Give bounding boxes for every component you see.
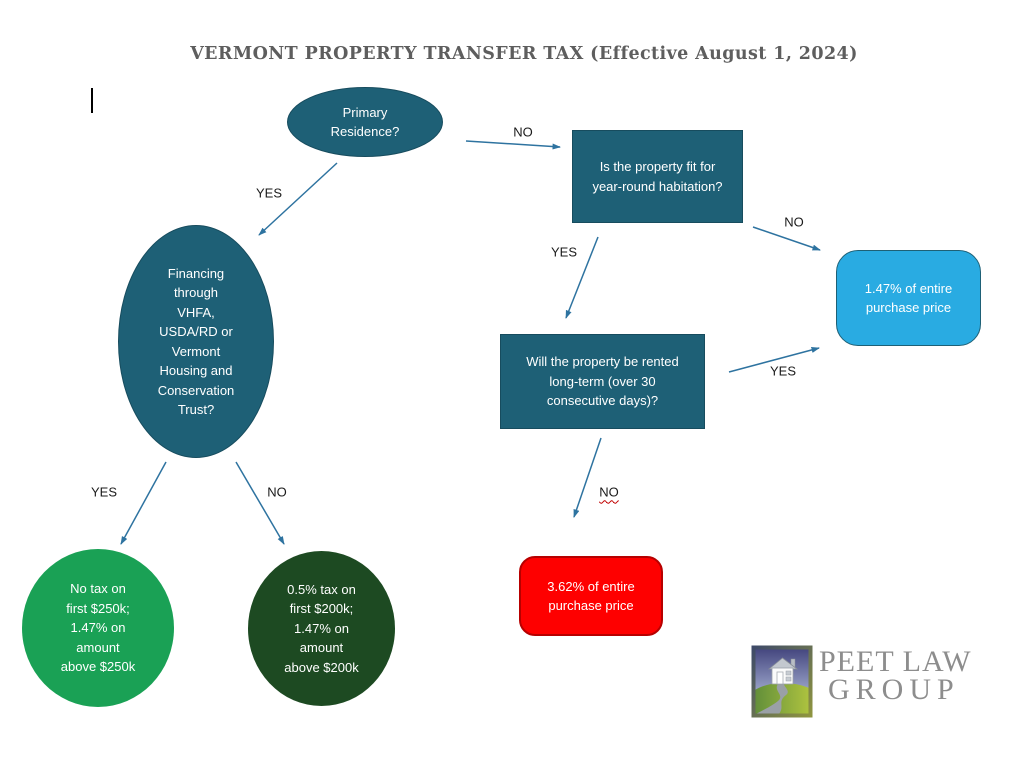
- node-rented-long-term: Will the property be rented long-term (o…: [500, 334, 705, 429]
- peet-law-logo-icon: [751, 645, 813, 718]
- logo-text-line1: PEET LAW: [819, 645, 972, 678]
- edge-label-rented-no: NO: [599, 484, 619, 500]
- edge-label-habitation-no: NO: [784, 214, 804, 230]
- logo-text-line2: GROUP: [828, 673, 960, 706]
- node-year-round-habitation: Is the property fit for year-round habit…: [572, 130, 743, 223]
- edge-label-primary-no: NO: [513, 124, 533, 140]
- edge-label-rented-yes: YES: [769, 363, 797, 379]
- node-financing-programs: Financing through VHFA, USDA/RD or Vermo…: [118, 225, 274, 458]
- edge-label-primary-yes: YES: [255, 185, 283, 201]
- arrow-primary-to-habitation: [465, 140, 561, 150]
- peet-law-logo: PEET LAW GROUP: [751, 645, 972, 718]
- result-05-tax-first-200k: 0.5% tax on first $200k; 1.47% on amount…: [248, 551, 395, 706]
- arrow-financing-to-darkgreen-result: [235, 461, 285, 545]
- result-no-tax-first-250k: No tax on first $250k; 1.47% on amount a…: [22, 549, 174, 707]
- arrow-habitation-to-blue-result: [752, 226, 821, 251]
- logo-text: PEET LAW GROUP: [819, 646, 972, 705]
- edge-label-habitation-yes: YES: [550, 244, 578, 260]
- result-362-entire-price: 3.62% of entire purchase price: [519, 556, 663, 636]
- text-cursor: [91, 88, 93, 113]
- result-147-entire-price: 1.47% of entire purchase price: [836, 250, 981, 346]
- arrow-financing-to-green-result: [120, 461, 167, 545]
- page-title: VERMONT PROPERTY TRANSFER TAX (Effective…: [190, 44, 858, 64]
- node-primary-residence: Primary Residence?: [287, 87, 443, 157]
- arrow-rented-to-red-result: [573, 437, 602, 518]
- edge-label-financing-no: NO: [267, 484, 287, 500]
- edge-label-financing-yes: YES: [90, 484, 118, 500]
